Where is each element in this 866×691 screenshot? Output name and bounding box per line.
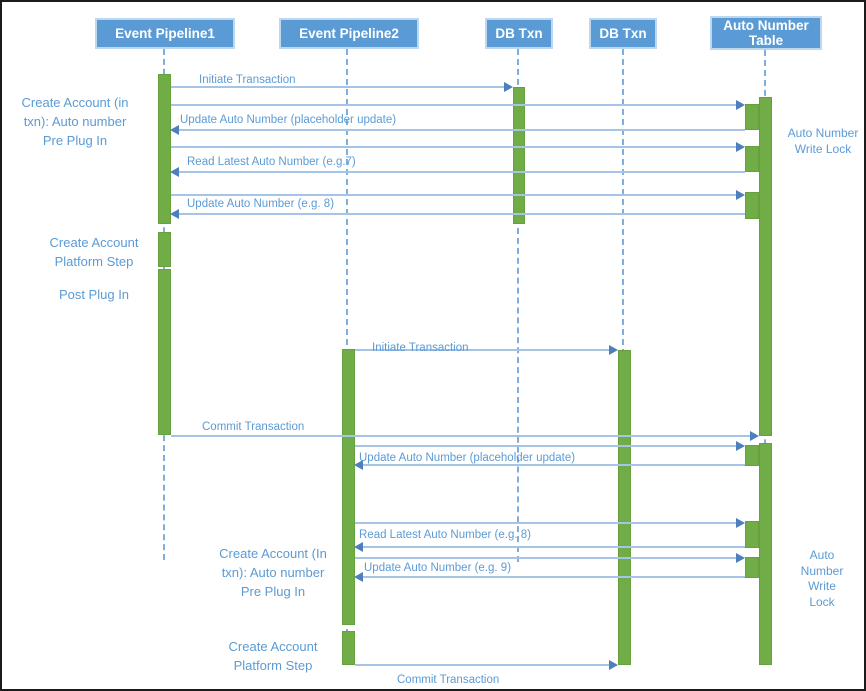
note-pre-plugin-1: Create Account (in txn): Auto number Pre…: [21, 95, 129, 148]
activation-ant-update-placeholder-2: [745, 445, 759, 466]
arrowhead-initiate-txn-2: [609, 345, 618, 355]
message-label-initiate-txn-1: Initiate Transaction: [199, 74, 296, 86]
message-line-commit-txn-2: [355, 664, 610, 666]
message-label-commit-txn-1: Commit Transaction: [202, 421, 305, 433]
message-label-initiate-txn-2: Initiate Transaction: [372, 342, 469, 354]
arrowhead-read-latest-resp-2: [354, 542, 363, 552]
lifeline-db-txn-1: [517, 49, 519, 562]
arrowhead-read-latest-resp-1: [170, 167, 179, 177]
arrowhead-initiate-txn-1: [504, 82, 513, 92]
message-label-update-number-1: Update Auto Number (e.g. 8): [187, 198, 335, 210]
activation-ep2-pre-plugin: [342, 349, 355, 625]
activation-ep1-pre-plugin: [158, 74, 171, 224]
message-label-read-latest-1: Read Latest Auto Number (e.g.7): [187, 156, 356, 168]
arrowhead-update-placeholder-req-2: [736, 441, 745, 451]
activation-ep2-platform-step: [342, 631, 355, 665]
message-line-update-number-req-1: [171, 194, 737, 196]
activation-ant-update-number-2: [745, 557, 759, 578]
lifeline-header-event-pipeline-2: Event Pipeline2: [279, 18, 419, 49]
note-write-lock-2: Auto Number Write Lock: [800, 548, 844, 609]
note-write-lock-1: Auto Number Write Lock: [787, 126, 859, 156]
message-line-read-latest-resp-1: [179, 171, 745, 173]
arrowhead-read-latest-req-1: [736, 142, 745, 152]
activation-db-txn-2: [618, 350, 631, 665]
message-line-update-number-resp-1: [179, 213, 745, 215]
arrowhead-update-placeholder-resp-2: [354, 460, 363, 470]
arrowhead-update-number-resp-1: [170, 209, 179, 219]
arrowhead-update-placeholder-req-1: [736, 100, 745, 110]
message-line-initiate-txn-2: [355, 349, 610, 351]
message-label-update-placeholder-2: Update Auto Number (placeholder update): [359, 452, 576, 464]
note-platform-step-2: Create Account Platform Step: [228, 639, 318, 673]
activation-ant-read-latest-1: [745, 146, 759, 172]
arrowhead-update-number-req-2: [736, 553, 745, 563]
arrowhead-update-number-req-1: [736, 190, 745, 200]
message-label-update-placeholder-1: Update Auto Number (placeholder update): [180, 114, 397, 126]
note-platform-step-1: Create Account Platform Step: [49, 235, 139, 269]
lifeline-header-db-txn-2: DB Txn: [589, 18, 657, 49]
message-label-read-latest-2: Read Latest Auto Number (e.g. 8): [359, 529, 531, 541]
message-line-update-placeholder-resp-2: [363, 464, 745, 466]
message-label-update-number-2: Update Auto Number (e.g. 9): [364, 562, 512, 574]
arrowhead-commit-txn-1: [750, 431, 759, 441]
arrowhead-read-latest-req-2: [736, 518, 745, 528]
activation-ant-update-placeholder-1: [745, 104, 759, 130]
lifeline-header-db-txn-1: DB Txn: [485, 18, 553, 49]
arrowhead-update-number-resp-2: [354, 572, 363, 582]
lifeline-header-auto-number-table: Auto Number Table: [710, 16, 822, 50]
message-line-update-placeholder-req-2: [355, 445, 737, 447]
message-line-update-number-resp-2: [363, 576, 745, 578]
arrowhead-update-placeholder-resp-1: [170, 125, 179, 135]
message-line-read-latest-resp-2: [363, 546, 745, 548]
message-line-initiate-txn-1: [171, 86, 505, 88]
activation-ep1-platform-step: [158, 232, 171, 267]
note-pre-plugin-2: Create Account (In txn): Auto number Pre…: [219, 546, 327, 599]
arrowhead-commit-txn-2: [609, 660, 618, 670]
activation-ant-update-number-1: [745, 192, 759, 219]
message-line-update-placeholder-resp-1: [179, 129, 745, 131]
activation-ep1-post-plugin: [158, 269, 171, 435]
activation-ant-lock-1: [759, 97, 772, 436]
message-line-update-number-req-2: [355, 557, 737, 559]
message-line-commit-txn-1: [171, 435, 751, 437]
activation-ant-lock-2: [759, 443, 772, 665]
message-line-update-placeholder-req-1: [171, 104, 737, 106]
message-label-commit-txn-2: Commit Transaction: [397, 674, 500, 686]
note-post-plugin: Post Plug In: [58, 287, 130, 302]
lifeline-header-event-pipeline-1: Event Pipeline1: [95, 18, 235, 49]
message-line-read-latest-req-2: [355, 522, 737, 524]
message-line-read-latest-req-1: [171, 146, 737, 148]
activation-db-txn-1: [513, 87, 525, 224]
activation-ant-read-latest-2: [745, 521, 759, 548]
